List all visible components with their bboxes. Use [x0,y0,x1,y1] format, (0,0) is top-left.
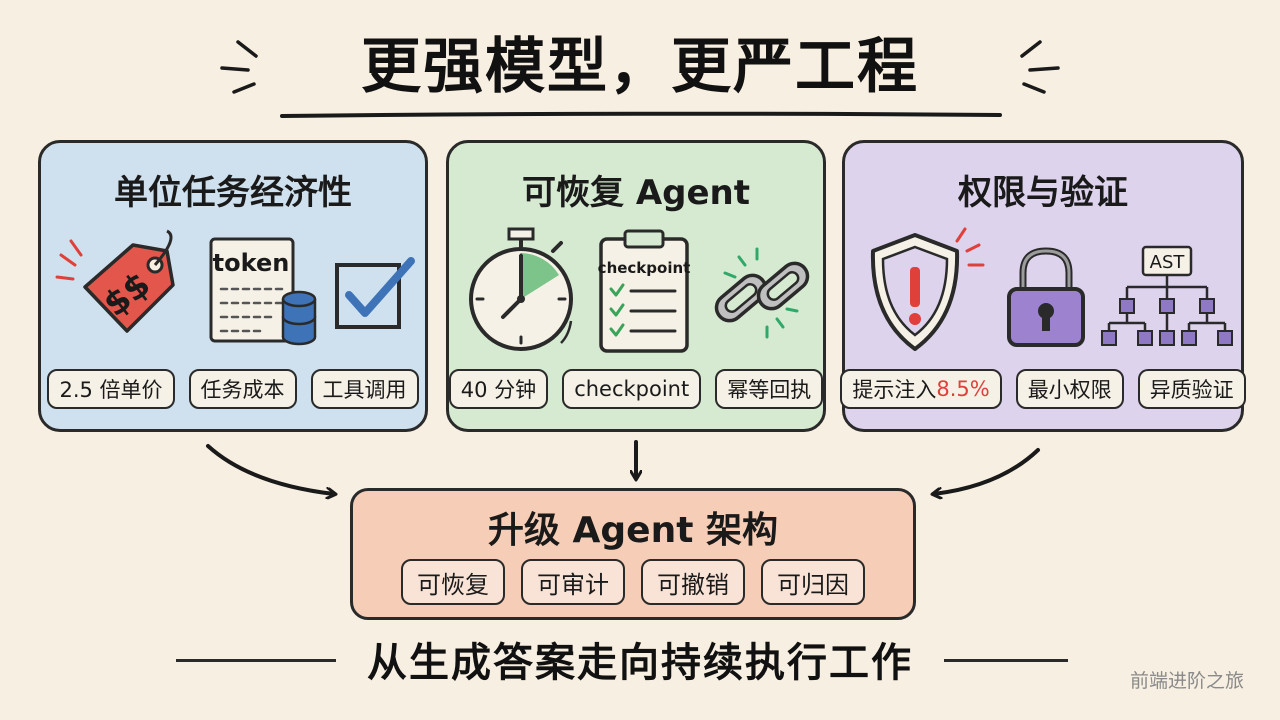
chip-least-privilege: 最小权限 [1015,369,1124,409]
chip-prompt-injection-rate: 8.5% [936,377,990,401]
chip-row: 提示注入 8.5% 最小权限 异质验证 [840,369,1246,409]
price-tag-icon: $$ [55,229,175,333]
token-label: token [213,249,290,277]
stopwatch-icon [469,227,573,351]
bottom-title: 升级 Agent 架构 [488,510,778,551]
arrow-right [934,448,1040,494]
chip-recoverable: 可恢复 [401,559,505,605]
panel-title: 单位任务经济性 [114,173,352,213]
panel-title: 可恢复 Agent [521,173,750,213]
upgrade-agent-architecture: 升级 Agent 架构 可恢复 可审计 可撤销 可归因 [350,488,916,620]
watermark: 前端进阶之旅 [1129,670,1244,692]
chip-auditable: 可审计 [521,559,625,605]
token-document-icon: token [209,237,317,346]
panel-recoverable-agent: 可恢复 Agent checkpoint [446,140,826,432]
chip-checkpoint: checkpoint [562,369,702,409]
chip-revocable: 可撤销 [641,559,745,605]
chip-40-minutes: 40 分钟 [448,369,549,409]
chip-idempotent-receipt: 幂等回执 [715,369,824,409]
panel-title: 权限与验证 [958,173,1128,213]
chip-task-cost: 任务成本 [188,369,297,409]
checkpoint-label: checkpoint [598,259,691,277]
chip-prompt-injection: 提示注入 8.5% [840,369,1002,409]
bottom-chip-row: 可恢复 可审计 可撤销 可归因 [353,559,913,605]
ast-tree-icon: AST [1101,245,1233,346]
tagline: 从生成答案走向持续执行工作 [367,640,913,686]
panel-unit-economics: 单位任务经济性 $$ token [38,140,428,432]
chip-heterogeneous-verification: 异质验证 [1137,369,1246,409]
checkpoint-clipboard-icon: checkpoint [598,229,691,353]
padlock-icon [1007,247,1085,347]
main-title: 更强模型，更严工程 [361,32,919,102]
chain-link-icon [714,247,810,339]
checkbox-icon [335,257,415,329]
chip-prompt-injection-label: 提示注入 [852,378,937,402]
chip-unit-price: 2.5 倍单价 [47,369,175,409]
tagline-line-left [176,659,336,662]
chip-attributable: 可归因 [761,559,865,605]
chip-row: 40 分钟 checkpoint 幂等回执 [448,369,824,409]
chip-row: 2.5 倍单价 任务成本 工具调用 [41,369,425,409]
warning-shield-icon [870,227,985,351]
ast-label: AST [1150,252,1186,273]
chip-tool-calls: 工具调用 [310,369,419,409]
tagline-line-right [944,659,1068,662]
panel-permission-verification: 权限与验证 AST [840,140,1246,432]
arrow-left [206,444,334,494]
